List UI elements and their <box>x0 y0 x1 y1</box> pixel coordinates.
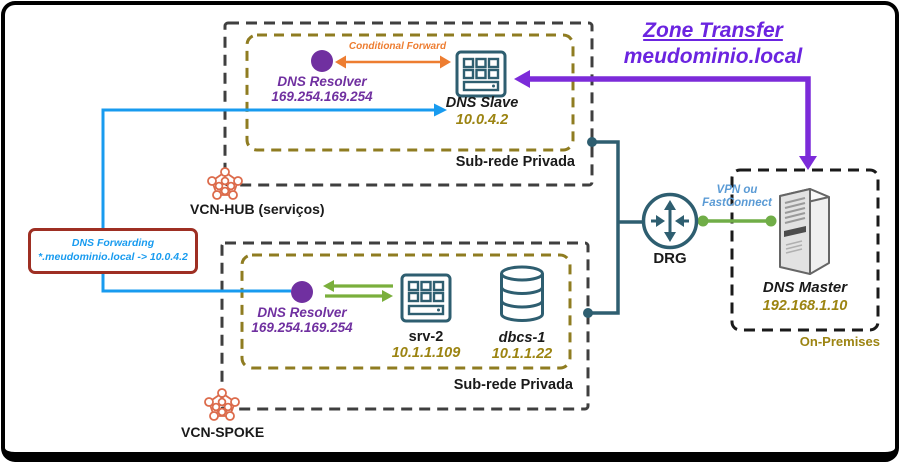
vcn-hub-icon <box>205 166 245 207</box>
blue-forwarding-line <box>101 103 447 293</box>
vcn-hub-box <box>223 21 594 187</box>
conditional-forward-arrow <box>335 55 451 69</box>
resolver-srv-arrows <box>323 280 393 302</box>
server-tower-icon <box>768 183 840 284</box>
hub-subnet-label: Sub-rede Privada <box>455 154 575 170</box>
database-icon <box>497 264 547 329</box>
dns-slave-name: DNS Slave <box>445 95 519 111</box>
hub-dns-resolver-dot <box>311 50 333 72</box>
dns-forwarding-title: DNS Forwarding <box>71 237 155 250</box>
vpn-link-label-line2: FastConnect <box>702 196 772 209</box>
srv-2-icon <box>400 273 452 328</box>
conditional-forward-label: Conditional Forward <box>348 41 447 52</box>
hub-resolver-ip: 169.254.169.254 <box>271 89 373 104</box>
hub-subnet-box <box>245 33 575 152</box>
spoke-resolver-name: DNS Resolver <box>257 305 347 320</box>
vcn-spoke-label: VCN-SPOKE <box>181 424 265 440</box>
dns-forwarding-rule: *.meudominio.local -> 10.0.4.2 <box>38 251 188 263</box>
vpn-link-label: VPN ou FastConnect <box>688 184 786 210</box>
vcn-hub-label: VCN-HUB (serviços) <box>190 201 325 217</box>
dns-forwarding-box: DNS Forwarding *.meudominio.local -> 10.… <box>28 228 198 274</box>
spoke-subnet-box <box>240 253 572 370</box>
zone-transfer-subtitle: meudominio.local <box>623 44 803 68</box>
hub-resolver-name: DNS Resolver <box>277 74 367 89</box>
dbcs-1-ip: 10.1.1.22 <box>491 346 553 362</box>
onprem-box <box>730 168 880 332</box>
dns-master-ip: 192.168.1.10 <box>762 298 848 314</box>
spoke-subnet-label: Sub-rede Privada <box>453 377 573 393</box>
dns-slave-icon <box>455 50 507 103</box>
dns-slave-ip: 10.0.4.2 <box>455 112 509 128</box>
vpn-link-label-line1: VPN ou <box>716 184 758 196</box>
dns-master-name: DNS Master <box>762 279 848 296</box>
zone-transfer-arrow <box>514 70 817 170</box>
vcn-spoke-icon <box>202 387 242 428</box>
spoke-resolver-ip: 169.254.169.254 <box>251 320 353 335</box>
srv-2-ip: 10.1.1.109 <box>391 345 461 361</box>
zone-transfer-title: Zone Transfer <box>643 19 783 42</box>
vpn-link-line <box>697 215 777 227</box>
drg-icon <box>641 192 699 250</box>
vcn-spoke-box <box>220 241 590 411</box>
dbcs-1-name: dbcs-1 <box>498 330 546 346</box>
teal-connectors <box>583 137 643 318</box>
onprem-label: On-Premises <box>799 334 880 349</box>
drg-label: DRG <box>653 250 687 267</box>
zone-transfer-heading: Zone Transfer meudominio.local <box>598 18 828 69</box>
spoke-dns-resolver-dot <box>291 281 313 303</box>
srv-2-name: srv-2 <box>408 329 444 345</box>
